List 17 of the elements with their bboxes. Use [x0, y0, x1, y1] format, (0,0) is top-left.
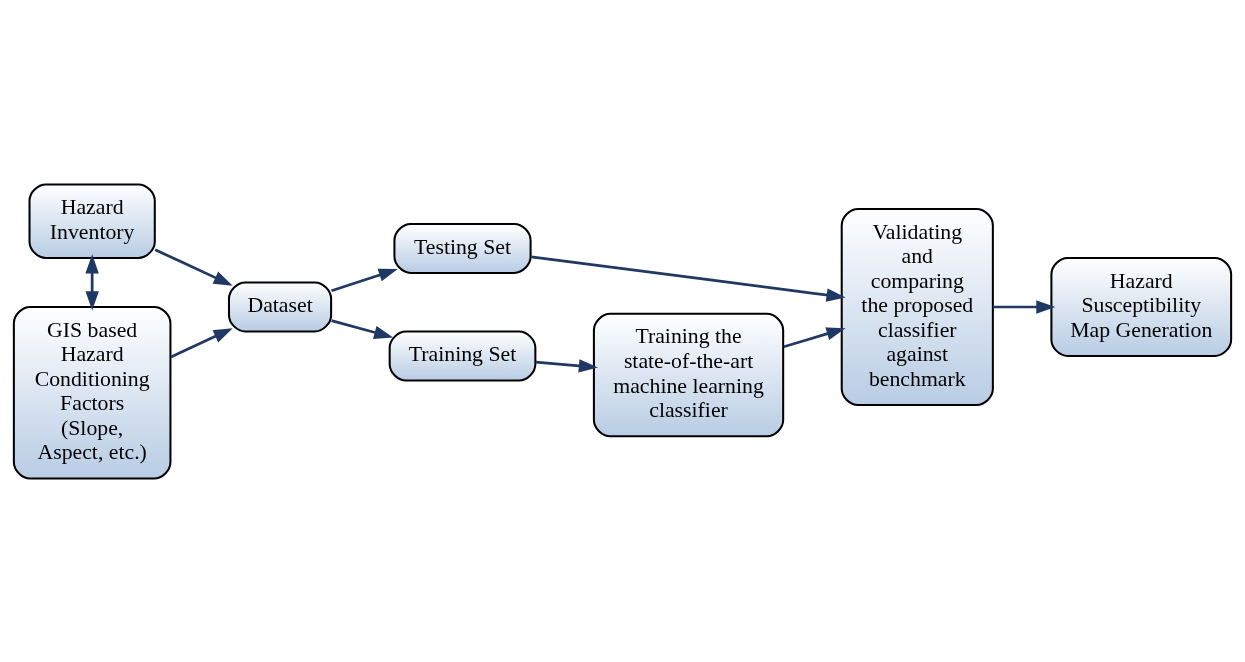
- arrow: [535, 358, 598, 372]
- arrow: [170, 327, 233, 358]
- arrow: [992, 299, 1056, 314]
- arrow: [331, 268, 398, 292]
- node-box: Hazard Susceptibility Map Generation: [1050, 256, 1233, 357]
- arrow: [85, 253, 99, 310]
- node-box: Testing Set: [393, 222, 532, 274]
- arrow: [331, 318, 394, 339]
- node-box: Training the state-of-the-art machine learning classifier: [592, 312, 785, 437]
- node-box: Dataset: [228, 280, 333, 332]
- node-box: Validating and comparing the proposed classifier against benchmark: [840, 207, 994, 406]
- node-box: GIS based Hazard Conditioning Factors (Slope, Aspect, etc.): [12, 305, 172, 480]
- arrow: [531, 255, 846, 302]
- node-box: Hazard Inventory: [28, 182, 156, 259]
- arrow: [154, 248, 233, 286]
- arrow: [783, 326, 846, 348]
- node-box: Training Set: [388, 330, 537, 382]
